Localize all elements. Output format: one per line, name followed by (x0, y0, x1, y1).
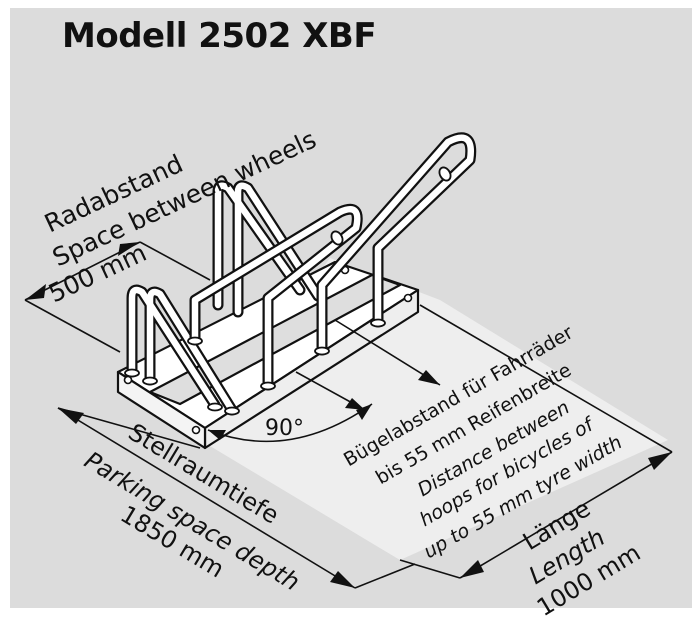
wheel-spacing-arrow-left (25, 284, 46, 300)
angle-label: 90° (265, 416, 304, 441)
hoop-distance-arrow-bottom (345, 398, 365, 410)
middle-hoop-pair-inner (214, 182, 322, 316)
left-hoop-pair-inner (128, 286, 236, 414)
hoop-distance-arrow-top (418, 370, 440, 385)
loop-holes (330, 166, 452, 246)
length-arrow-left (460, 560, 484, 578)
page-title: Modell 2502 XBF (62, 16, 377, 56)
length-dimension (399, 304, 673, 579)
parking-depth-arrow-right (330, 571, 355, 588)
rear-high-loop-inner (318, 134, 474, 354)
length-arrow-right (648, 452, 672, 470)
angle-arc (207, 403, 373, 443)
feet (124, 318, 386, 416)
wheel-spacing-arrow-right (118, 242, 140, 256)
parking-depth-arrow-left (58, 408, 84, 424)
angle-arrow-right (356, 404, 372, 420)
front-high-loop-inner (191, 206, 361, 389)
angle-arrow-left (208, 430, 226, 440)
